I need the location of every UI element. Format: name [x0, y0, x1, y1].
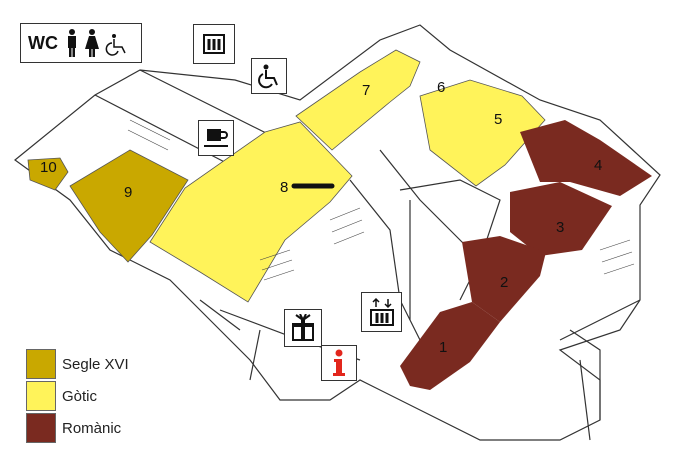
legend-label: Segle XVI — [62, 355, 129, 373]
elevator-icon[interactable] — [193, 24, 235, 64]
room-2-area[interactable] — [462, 236, 546, 322]
wc-sign[interactable]: WC — [20, 23, 142, 63]
legend-swatch — [26, 381, 56, 411]
room-label-9: 9 — [124, 184, 132, 201]
room-label-5: 5 — [494, 111, 502, 128]
room-label-3: 3 — [556, 219, 564, 236]
room-label-1: 1 — [439, 339, 447, 356]
legend-item-romanic: Romànic — [26, 412, 129, 444]
room-label-6: 6 — [437, 79, 445, 96]
elevator-up-down-icon[interactable] — [361, 292, 402, 332]
room-3-area[interactable] — [510, 182, 612, 256]
information-icon[interactable] — [321, 345, 357, 381]
wc-label: WC — [28, 32, 58, 53]
wall-hatching — [127, 119, 635, 281]
wc-icon — [68, 29, 126, 57]
room-label-2: 2 — [500, 274, 508, 291]
room-8-area[interactable] — [149, 121, 353, 303]
room-label-10: 10 — [40, 159, 57, 176]
room-7-area[interactable] — [295, 49, 421, 151]
room-10-area[interactable] — [27, 157, 69, 191]
legend-swatch — [26, 349, 56, 379]
legend-label: Gòtic — [62, 387, 98, 405]
room-4-area[interactable] — [520, 120, 652, 196]
legend-label: Romànic — [62, 419, 122, 437]
room-1-area[interactable] — [400, 302, 500, 390]
room-label-8: 8 — [280, 179, 288, 196]
legend-item-gotic: Gòtic — [26, 380, 129, 412]
gift-shop-icon[interactable] — [284, 309, 322, 347]
room-label-7: 7 — [362, 82, 370, 99]
legend-item-segle-xvi: Segle XVI — [26, 348, 129, 380]
room-9-area[interactable] — [69, 149, 189, 263]
wheelchair-icon[interactable] — [251, 58, 287, 94]
legend-swatch — [26, 413, 56, 443]
legend: Segle XVI Gòtic Romànic — [26, 348, 129, 444]
cafe-icon[interactable] — [198, 120, 234, 156]
room-label-4: 4 — [594, 157, 602, 174]
